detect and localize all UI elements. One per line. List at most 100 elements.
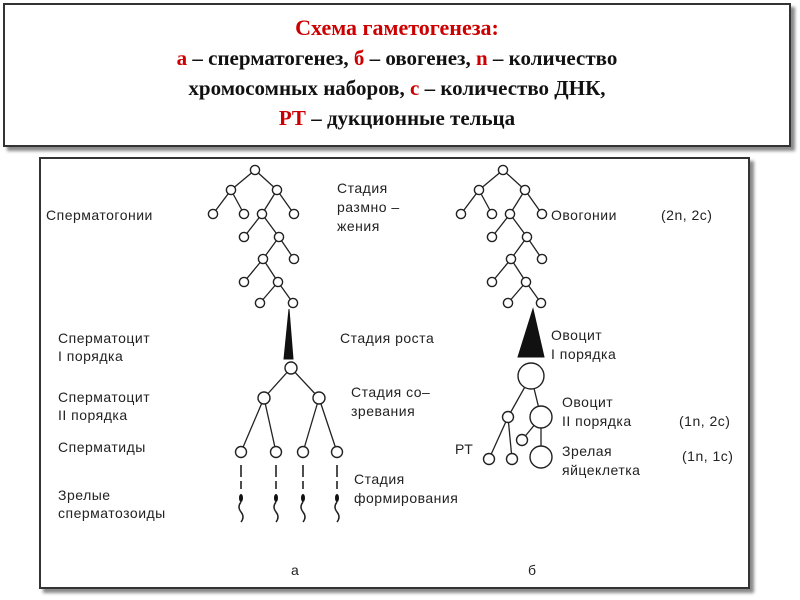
oocyte-2-cell [529,405,553,429]
sperm-tail [273,501,279,523]
spermatogonia-tree-cell [207,208,219,220]
sperm-head [239,494,243,502]
legend-key-c: с [410,76,420,100]
oocyte-1-cell [517,362,545,390]
spermatogonia-tree-cell [254,297,266,309]
label-maturation-stage-line-1: Стадия со– [351,384,431,400]
label-oocyte-2-line-2: II порядка [562,413,632,429]
label-spermatocyte-2-line-1: Сперматоцит [58,389,151,405]
polar-body-cell [505,452,519,466]
label-spermatocyte-2-line-2: II порядка [58,407,128,423]
label-oocyte-2-line-1: Овоцит [562,394,614,410]
sperm-tail [300,501,306,523]
sperm-head [335,494,339,502]
oogonia-tree-cell [455,208,467,220]
label-reproduction-stage-line-1: Стадия [337,180,388,196]
label-growth-stage: Стадия роста [340,330,435,346]
spermatid-cell [330,445,344,459]
spermatocyte-growth-wedge [283,308,294,360]
label-mature-sperm-line-2: сперматозоиды [58,505,166,521]
legend-text-rt: – дукционные тельца [305,106,516,130]
label-oocyte-1-line-2: I порядка [551,346,617,362]
label-formation-stage-line-1: Стадия [354,471,405,487]
label-mature-sperm-line-1: Зрелые [58,487,111,503]
polar-body-cell [515,433,529,447]
oogonia-tree-cell [521,231,533,243]
spermatogonia-tree-cell [238,208,250,220]
spermatogonia-tree-cell [288,208,300,220]
oocyte-growth-wedge [517,307,545,358]
label-reproduction-stage-line-3: жения [337,218,380,234]
legend-text-n: – количество [487,46,618,70]
label-spermatocyte-1-line-2: I порядка [58,348,124,364]
legend-text-a: – сперматогенез, [187,46,354,70]
spermatogonia-tree-cell [238,231,250,243]
spermatogonia-tree-cell [288,253,300,265]
label-oogonia: Овогонии [551,207,617,223]
oogonia-tree-cell [486,276,498,288]
spermatogonia-tree-cell [238,276,250,288]
oogonia-tree-cell [486,208,498,220]
label-reproduction-stage-line-2: размно – [337,199,400,215]
sperm-head [274,494,278,502]
spermatocyte-2-cell [312,391,326,405]
spermatogonia-tree-cell [287,297,299,309]
meiosis-2-branch [507,416,513,460]
legend-text-chromosome-sets: хромосомных наборов, [188,76,411,100]
legend-key-b: б [353,46,365,70]
spermatogonia-tree-cell [271,184,283,196]
legend-key-n: n [475,46,488,70]
oogonia-tree-cell [505,253,517,265]
meiosis-1-branch [263,367,292,399]
label-polar-bodies: РТ [455,441,474,457]
spermatid-cell [234,445,248,459]
legend-text-b: – овогенез, [364,46,476,70]
oogonia-tree-cell [497,164,509,176]
header-box: Схема гаметогенеза: а – сперматогенез, б… [3,3,791,147]
oogonia-tree-cell [536,253,548,265]
legend-key-a: а [176,46,188,70]
caption-a: а [291,562,300,578]
label-mature-egg-line-1: Зрелая [562,443,613,459]
spermatogonia-tree-cell [256,208,268,220]
oogonia-tree-cell [473,184,485,196]
oogonia-tree-cell [502,297,514,309]
legend-text-c: – количество ДНК, [419,76,606,100]
gametogenesis-diagram [207,164,553,523]
oogonia-tree-cell [536,208,548,220]
sperm-head [301,494,305,502]
spermatocyte-2-cell [257,391,271,405]
diagram-frame: Сперматогонии Сперматоцит I порядка Спер… [39,157,750,589]
spermatogonia-tree-cell [273,231,285,243]
label-oocyte-1-line-1: Овоцит [551,327,603,343]
legend-key-rt: РТ [278,106,306,130]
oogonia-tree-cell [486,231,498,243]
meiosis-2-branch [263,397,277,453]
meiosis-2-branch [302,397,320,453]
label-maturation-stage-line-2: зревания [351,403,416,419]
spermatogonia-tree-cell [272,276,284,288]
label-oogonia-formula: (2n, 2c) [661,207,713,223]
caption-b: б [528,562,537,578]
spermatogonia-tree-cell [225,184,237,196]
spermatid-cell [296,445,310,459]
spermatocyte-1-cell [284,361,298,375]
page-title: Схема гаметогенеза: [295,15,499,40]
spermatogonia-tree-cell [249,164,261,176]
oogonia-tree-cell [519,184,531,196]
oogonia-tree-cell [520,276,532,288]
oogonia-tree-cell [535,297,547,309]
legend-line-1: а – сперматогенез, б – овогенез, n – кол… [5,43,789,73]
label-spermatocyte-1-line-1: Сперматоцит [58,330,151,346]
meiosis-2-branch [318,397,338,453]
spermatogonia-tree-cell [257,253,269,265]
meiosis-2-branch [488,416,509,460]
label-oocyte-2-formula: (1n, 2c) [679,413,731,429]
sperm-tail [238,501,244,523]
polar-body-cell [482,452,496,466]
legend-line-2: хромосомных наборов, с – количество ДНК, [5,73,789,103]
spermatid-cell [269,445,283,459]
meiosis-1-branch [290,367,320,399]
label-spermatids: Сперматиды [58,439,146,455]
oogonia-tree-cell [504,208,516,220]
